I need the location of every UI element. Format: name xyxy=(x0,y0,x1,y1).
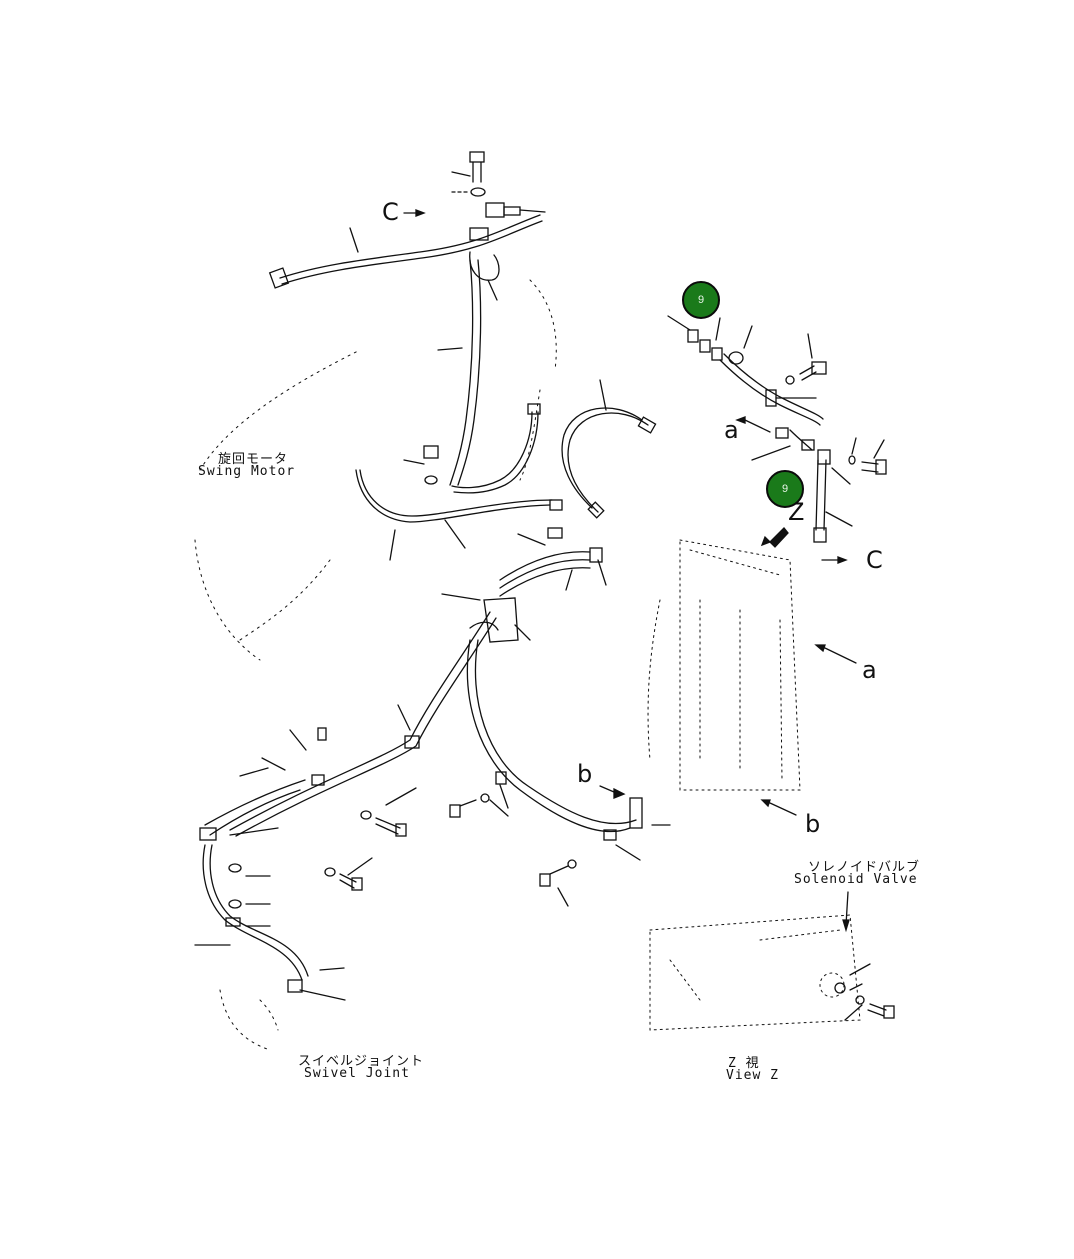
swing-motor-label-en: Swing Motor xyxy=(198,464,296,479)
callout-a-top: a xyxy=(724,416,739,444)
top-bolt xyxy=(451,151,485,183)
swing-motor-label-jp: 旋回モータ xyxy=(218,452,289,467)
view-z-label-en: View Z xyxy=(726,1068,779,1083)
upper-hose-to-c xyxy=(268,214,543,289)
callout-a-right: a xyxy=(862,656,877,684)
swing-motor-hose-vertical xyxy=(437,259,482,486)
callout-b-left: b xyxy=(577,760,593,788)
bolt-1 xyxy=(360,787,417,837)
swivel-joint-label-en: Swivel Joint xyxy=(304,1066,410,1081)
view-z-label-jp: Z 視 xyxy=(728,1056,760,1071)
right-fitting-assembly xyxy=(667,315,824,461)
hose-to-b xyxy=(466,639,671,861)
callout-c-right: C xyxy=(866,546,883,574)
hose-to-swivel-left xyxy=(229,611,497,837)
right-bolt-2 xyxy=(848,437,887,475)
item-badge-bottom[interactable]: 9 xyxy=(766,470,804,508)
solenoid-valve-label-jp: ソレノイドバルブ xyxy=(808,860,921,875)
swing-motor-side-hose xyxy=(403,403,541,494)
hose-clamp-upper xyxy=(469,227,500,301)
center-hose-bundle xyxy=(499,527,607,597)
junction-block xyxy=(441,593,531,643)
return-hose-loop xyxy=(561,379,657,519)
view-z-bolt xyxy=(834,891,895,1021)
swing-motor-outline xyxy=(194,279,557,661)
hose-to-swivel-mid xyxy=(199,727,327,841)
callout-b-right: b xyxy=(805,810,821,838)
drain-hose xyxy=(355,469,563,561)
swivel-joint-outline xyxy=(219,989,279,1051)
top-block-fitting xyxy=(485,202,546,218)
swivel-hose xyxy=(194,844,346,1001)
control-valve-outline xyxy=(647,539,801,791)
swivel-joint-label-jp: スイベルジョイント xyxy=(298,1054,425,1069)
bolt-3 xyxy=(449,793,509,818)
solenoid-valve-label-en: Solenoid Valve xyxy=(794,872,918,887)
item-badge-top[interactable]: 9 xyxy=(682,281,720,319)
top-washer xyxy=(451,187,486,197)
right-vertical-tube xyxy=(813,449,853,564)
solenoid-valve-outline xyxy=(649,914,861,1031)
right-bolt xyxy=(785,333,827,385)
bolt-4 xyxy=(539,859,577,907)
callout-c-top: C xyxy=(382,198,399,226)
view-z-arrow xyxy=(760,527,789,548)
bolt-2 xyxy=(324,857,373,891)
